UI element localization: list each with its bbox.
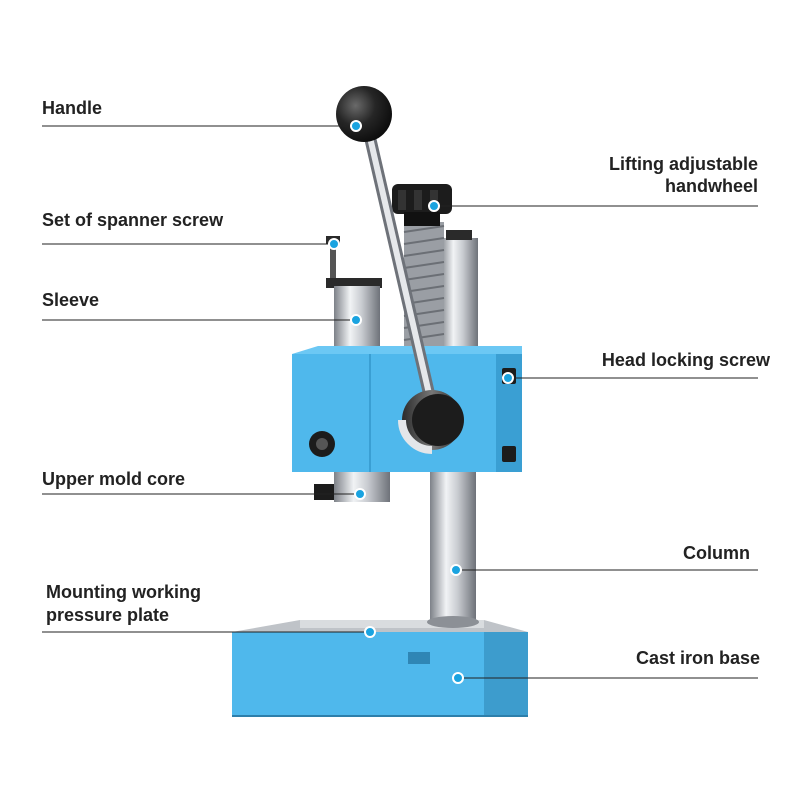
label-mounting-line2: pressure plate	[46, 605, 169, 625]
label-upper-mold: Upper mold core	[42, 469, 185, 489]
label-spanner: Set of spanner screw	[42, 210, 224, 230]
upper-mold-core	[314, 472, 390, 502]
markers	[328, 120, 514, 684]
handle-lever	[336, 86, 464, 454]
marker-cast-iron	[452, 672, 464, 684]
lifting-handwheel	[392, 184, 452, 226]
marker-column	[450, 564, 462, 576]
label-head-locking: Head locking screw	[602, 350, 771, 370]
label-sleeve: Sleeve	[42, 290, 99, 310]
labels: Handle Lifting adjustable handwheel Set …	[42, 98, 771, 668]
marker-handle	[350, 120, 362, 132]
marker-head-locking	[502, 372, 514, 384]
press-machine	[232, 86, 528, 717]
label-handle: Handle	[42, 98, 102, 118]
marker-mounting	[364, 626, 376, 638]
label-lifting-line2: handwheel	[665, 176, 758, 196]
cast-iron-base	[232, 620, 528, 717]
label-column: Column	[683, 543, 750, 563]
leader-lines	[42, 125, 758, 679]
label-mounting-line1: Mounting working	[46, 582, 201, 602]
column	[427, 470, 479, 628]
marker-upper-mold	[354, 488, 366, 500]
marker-spanner	[328, 238, 340, 250]
marker-sleeve	[350, 314, 362, 326]
marker-handwheel	[428, 200, 440, 212]
label-cast-iron: Cast iron base	[636, 648, 760, 668]
sleeve-assembly	[326, 236, 382, 356]
label-lifting-line1: Lifting adjustable	[609, 154, 758, 174]
